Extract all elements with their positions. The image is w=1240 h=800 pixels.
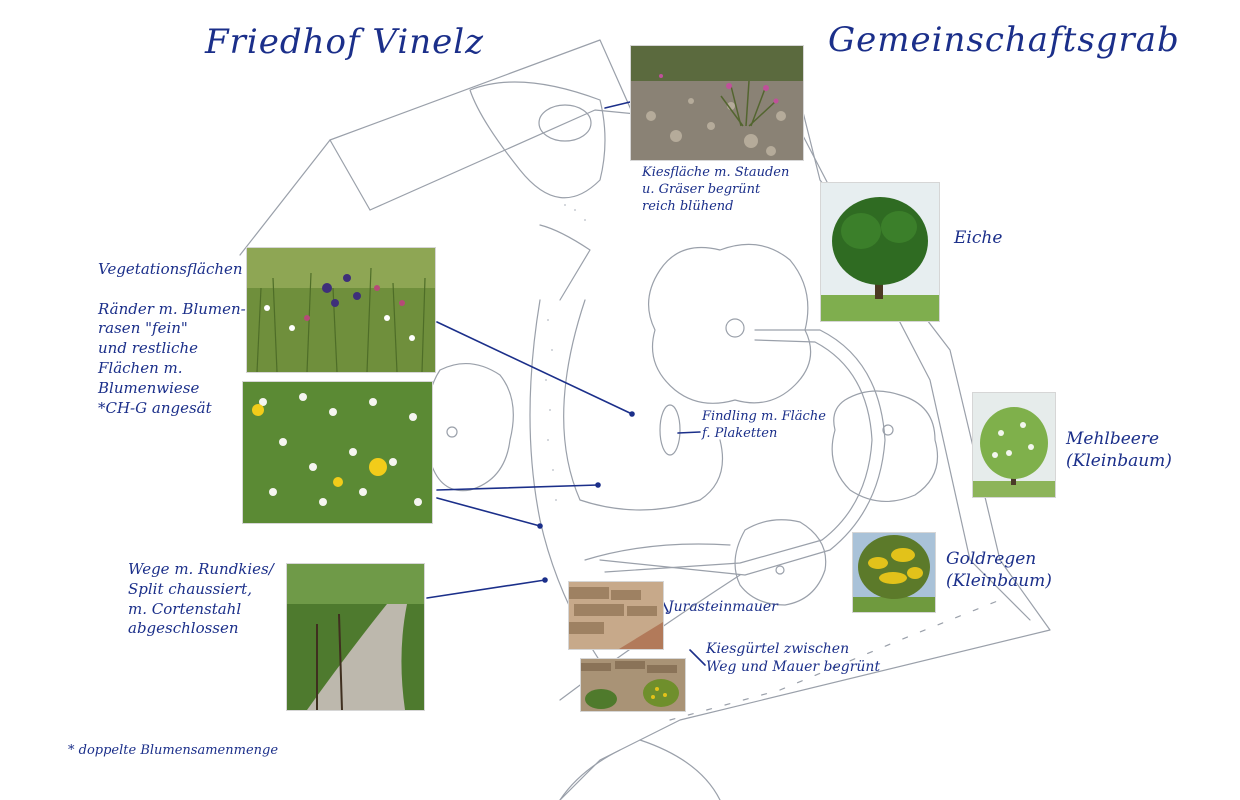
stone-wall-photo bbox=[568, 581, 664, 650]
oak-tree-photo bbox=[820, 182, 940, 322]
whitebeam-tree-photo bbox=[972, 392, 1056, 498]
lower-edge bbox=[669, 599, 1001, 721]
leader-boulder bbox=[677, 431, 701, 434]
leader-daisy-2 bbox=[436, 497, 541, 527]
left-tree-canopy bbox=[426, 362, 514, 492]
stone-wall-arc bbox=[599, 329, 886, 576]
label-paths: Wege m. Rundkies/ Split chaussiert, m. C… bbox=[128, 560, 274, 638]
daisy-lawn-photo bbox=[242, 381, 433, 524]
oak-canopy bbox=[647, 243, 812, 404]
boulder bbox=[659, 404, 681, 456]
label-vegetation: Vegetationsflächen Ränder m. Blumen- ras… bbox=[98, 260, 246, 417]
gravel-bed-photo bbox=[630, 45, 804, 161]
laburnum-canopy bbox=[734, 519, 827, 606]
leader-gravel-bed bbox=[604, 101, 631, 109]
laburnum-tree-photo bbox=[852, 532, 936, 613]
label-gravel-strip: Kiesgürtel zwischen Weg und Mauer begrün… bbox=[706, 641, 881, 676]
leader-path bbox=[426, 579, 546, 599]
label-gravel-bed: Kiesfläche m. Stauden u. Gräser begrünt … bbox=[642, 165, 790, 215]
label-laburnum: Goldregen (Kleinbaum) bbox=[946, 549, 1052, 592]
path-loop bbox=[538, 104, 592, 142]
label-oak: Eiche bbox=[954, 228, 1003, 248]
title-communal-grave: Gemeinschaftsgrab bbox=[828, 20, 1180, 60]
leader-planting bbox=[689, 649, 706, 666]
oak-trunk bbox=[725, 318, 745, 338]
whitebeam-canopy bbox=[831, 390, 939, 503]
main-path-inner bbox=[563, 299, 724, 511]
upper-path bbox=[469, 81, 606, 199]
label-stone-wall: Jurasteinmauer bbox=[668, 599, 778, 615]
leader-daisy-1 bbox=[436, 484, 599, 491]
leader-meadow bbox=[436, 321, 633, 415]
gravel-path-photo bbox=[286, 563, 425, 711]
title-cemetery: Friedhof Vinelz bbox=[205, 22, 484, 62]
site-boundary bbox=[329, 39, 1051, 800]
label-boulder: Findling m. Fläche f. Plaketten bbox=[702, 409, 826, 442]
label-whitebeam: Mehlbeere (Kleinbaum) bbox=[1066, 429, 1172, 472]
gravel-planting-photo bbox=[580, 658, 686, 712]
footnote: * doppelte Blumensamenmenge bbox=[68, 743, 279, 758]
flower-meadow-photo bbox=[246, 247, 436, 373]
